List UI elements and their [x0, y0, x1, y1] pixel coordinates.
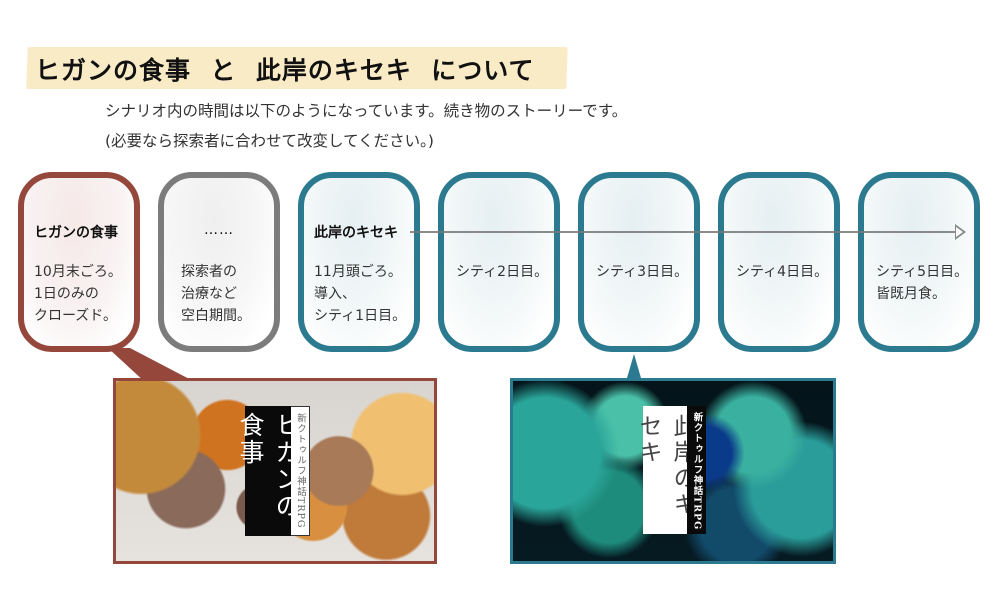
description-line-1: シナリオ内の時間は以下のようになっています。続き物のストーリーです。: [105, 102, 628, 120]
page-title: ヒガンの食事 と 此岸のキセキ について: [35, 56, 535, 85]
card-body: 11月頭ごろ。 導入、 シティ1日目。: [314, 264, 407, 324]
arrow-right-icon: [955, 224, 966, 240]
timeline-card-day2: シティ2日目。: [438, 172, 560, 352]
card-body: シティ2日目。: [456, 264, 549, 280]
pointer-higan-icon: [108, 348, 195, 382]
banner-subtitle: 新クトゥルフ神話TRPG: [291, 406, 310, 536]
card-body: シティ5日目。 皆既月食。: [876, 264, 969, 302]
banner-subtitle: 新クトゥルフ神話TRPG: [687, 406, 706, 534]
timeline-card-day4: シティ4日目。: [718, 172, 840, 352]
banner-title: 此岸のキセキ: [635, 406, 695, 534]
banner-higan-image: ヒガンの食事 新クトゥルフ神話TRPG: [113, 378, 437, 564]
card-body: シティ3日目。: [596, 264, 689, 280]
banner-kishi-image: 此岸のキセキ 新クトゥルフ神話TRPG: [510, 378, 836, 564]
card-heading: ヒガンの食事: [34, 225, 118, 241]
description-line-2: (必要なら探索者に合わせて改変してください。): [105, 132, 434, 150]
card-body: 10月末ごろ。 1日のみの クローズド。: [34, 264, 122, 324]
card-body: 探索者の 治療など 空白期間。: [181, 264, 251, 324]
timeline-card-day5: シティ5日目。 皆既月食。: [858, 172, 980, 352]
card-heading: 此岸のキセキ: [314, 225, 398, 241]
card-body: シティ4日目。: [736, 264, 829, 280]
timeline-arrow-line: [410, 231, 958, 233]
pointer-kishi-icon: [627, 354, 641, 378]
card-heading: ……: [204, 222, 234, 238]
timeline-card-day3: シティ3日目。: [578, 172, 700, 352]
timeline-card-kishi-day1: 此岸のキセキ 11月頭ごろ。 導入、 シティ1日目。: [298, 172, 420, 352]
timeline-card-gap: …… 探索者の 治療など 空白期間。: [158, 172, 280, 352]
banner-title: ヒガンの食事: [236, 406, 301, 536]
timeline-card-higan: ヒガンの食事 10月末ごろ。 1日のみの クローズド。: [18, 172, 140, 352]
